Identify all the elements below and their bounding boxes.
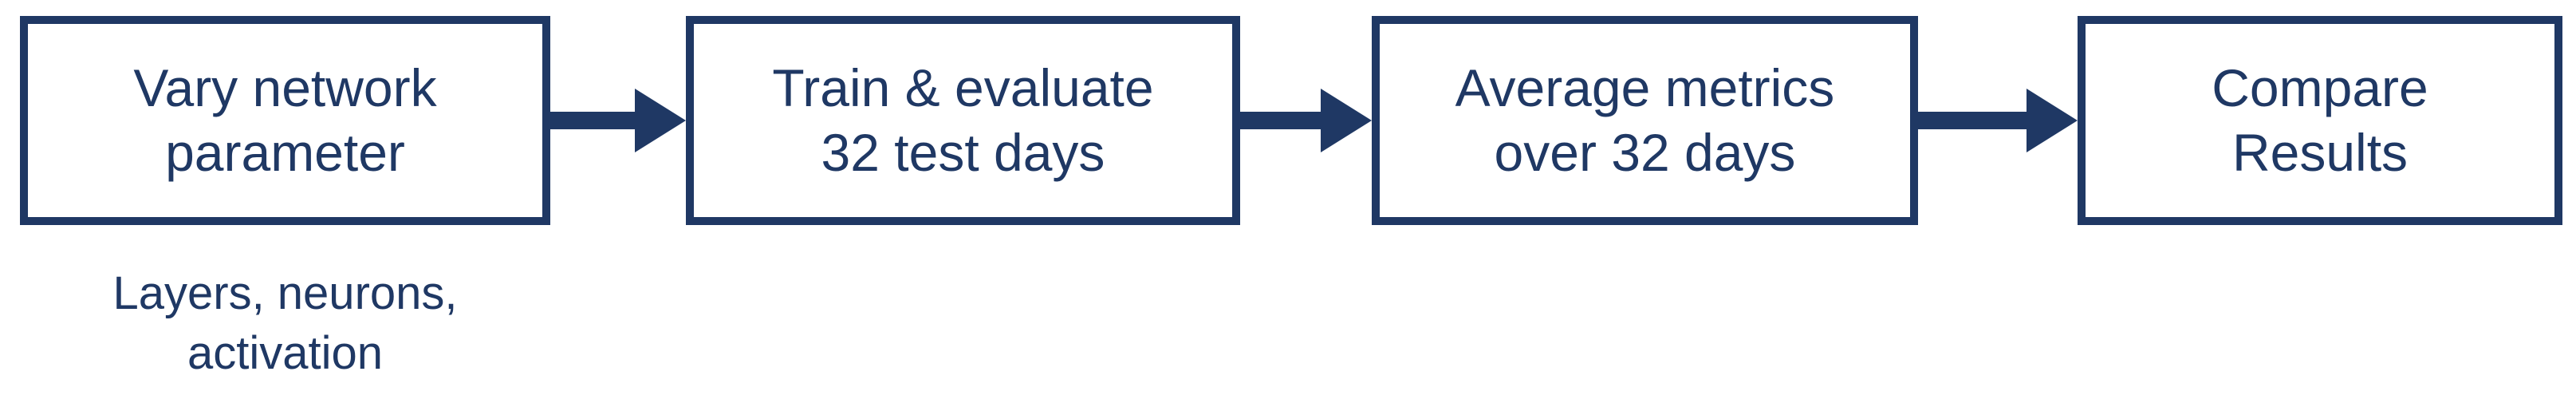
step-text-line: parameter bbox=[165, 123, 405, 182]
arrow-right-icon bbox=[550, 89, 686, 152]
step-text-line: Compare bbox=[2212, 58, 2428, 118]
step-average-metrics: Average metrics over 32 days bbox=[1372, 16, 1918, 225]
step-text-line: Vary network bbox=[133, 58, 437, 118]
step-text-line: Train & evaluate bbox=[772, 58, 1154, 118]
arrow-shaft bbox=[1918, 112, 2030, 129]
arrow-shaft bbox=[550, 112, 638, 129]
step-text-line: 32 test days bbox=[821, 123, 1105, 182]
arrow-head bbox=[635, 89, 686, 152]
caption-text-line: activation bbox=[187, 327, 384, 380]
arrow-right-icon bbox=[1240, 89, 1372, 152]
caption-text-line: Layers, neurons, bbox=[112, 267, 458, 319]
arrow-head bbox=[1321, 89, 1372, 152]
step-vary-network-parameter: Vary network parameter bbox=[20, 16, 550, 225]
arrow-shaft bbox=[1240, 112, 1324, 129]
arrow-head bbox=[2027, 89, 2078, 152]
step-text-line: Average metrics bbox=[1455, 58, 1835, 118]
step-text-line: over 32 days bbox=[1494, 123, 1796, 182]
step-compare-results: Compare Results bbox=[2078, 16, 2562, 225]
parameter-caption: Layers, neurons, activation bbox=[20, 263, 550, 384]
step-train-evaluate: Train & evaluate 32 test days bbox=[686, 16, 1240, 225]
arrow-right-icon bbox=[1918, 89, 2078, 152]
step-text-line: Results bbox=[2231, 123, 2409, 182]
